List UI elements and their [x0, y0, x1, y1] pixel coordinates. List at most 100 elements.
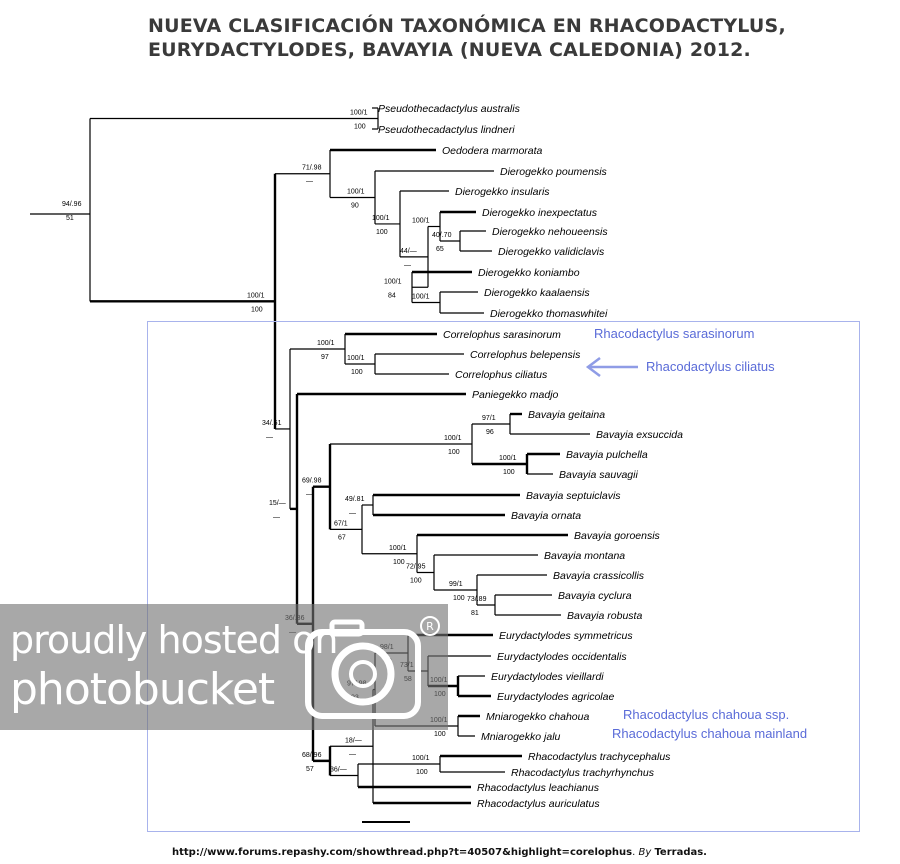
taxon-label: Pseudothecadactylus lindneri — [378, 124, 515, 136]
support-value: 67/1 — [334, 520, 348, 527]
taxon-label: Mniarogekko chahoua — [486, 711, 589, 723]
taxon-label: Bavayia sauvagii — [559, 469, 638, 481]
title-line-1: NUEVA CLASIFICACIÓN TAXONÓMICA EN RHACOD… — [148, 15, 786, 37]
taxon-label: Dierogekko koniambo — [478, 267, 580, 279]
support-value: 100/1 — [384, 278, 402, 285]
support-value: 100/1 — [317, 340, 335, 347]
support-value: 100 — [448, 449, 460, 456]
support-value: 44/— — [400, 248, 417, 255]
support-value: 100/1 — [389, 545, 407, 552]
taxon-label: Rhacodactylus trachyrhynchus — [511, 767, 655, 779]
taxon-label: Paniegekko madjo — [472, 389, 559, 401]
taxon-label: Bavayia cyclura — [558, 590, 632, 602]
taxon-label: Bavayia pulchella — [566, 449, 648, 461]
taxon-label: Bavayia exsuccida — [596, 429, 683, 441]
taxon-label: Bavayia goroensis — [574, 530, 661, 542]
taxon-label: Rhacodactylus trachycephalus — [528, 751, 671, 763]
taxon-label: Bavayia montana — [544, 550, 625, 562]
support-value: 100/1 — [412, 755, 430, 762]
taxon-label: Bavayia crassicollis — [553, 570, 645, 582]
author-name: Terradas. — [654, 847, 707, 858]
taxon-label: Eurydactylodes occidentalis — [497, 651, 627, 663]
support-value: 67 — [338, 534, 346, 541]
taxon-label: Mniarogekko jalu — [481, 731, 561, 743]
arrow-left-icon — [585, 357, 638, 377]
taxon-label: Correlophus belepensis — [470, 349, 581, 361]
support-value: — — [404, 262, 411, 269]
support-value: — — [349, 510, 356, 517]
support-value: 100 — [410, 578, 422, 585]
support-value: 97 — [321, 354, 329, 361]
support-value: 100/1 — [372, 215, 390, 222]
title-line-2: EURYDACTYLODES, BAVAYIA (NUEVA CALEDONIA… — [148, 39, 751, 61]
support-value: — — [306, 492, 313, 499]
support-value: 18/— — [345, 737, 362, 744]
annotation-chahoua-ssp: Rhacodactylus chahoua ssp. — [623, 707, 790, 722]
support-value: 100/1 — [499, 455, 517, 462]
support-value: 65 — [436, 246, 444, 253]
support-value: 15/— — [269, 500, 286, 507]
annotation-chahoua-mainland: Rhacodactylus chahoua mainland — [612, 726, 808, 741]
taxon-label: Correlophus sarasinorum — [443, 329, 561, 341]
taxon-label: Rhacodactylus auriculatus — [477, 798, 600, 810]
taxon-label: Oedodera marmorata — [442, 145, 543, 157]
page-title: NUEVA CLASIFICACIÓN TAXONÓMICA EN RHACOD… — [148, 14, 868, 62]
support-value: 51 — [66, 215, 74, 222]
taxon-label: Dierogekko nehoueensis — [492, 226, 608, 238]
annotation-ciliatus: Rhacodactylus ciliatus — [646, 359, 775, 374]
support-value: 90 — [351, 202, 359, 209]
taxon-label: Bavayia geitaina — [528, 409, 605, 421]
support-value: 100/1 — [412, 294, 430, 301]
taxon-label: Dierogekko insularis — [455, 186, 550, 198]
support-value: 68/.96 — [302, 752, 322, 759]
support-value: 100 — [434, 731, 446, 738]
support-value: 100 — [503, 469, 515, 476]
taxon-label: Eurydactylodes agricolae — [497, 691, 614, 703]
support-value: 100/1 — [350, 110, 368, 117]
taxon-label: Dierogekko inexpectatus — [482, 207, 598, 219]
support-value: 100 — [376, 229, 388, 236]
support-value: 72/.95 — [406, 564, 426, 571]
support-value: 100/1 — [444, 435, 462, 442]
taxon-label: Eurydactylodes symmetricus — [499, 630, 633, 642]
support-value: — — [266, 434, 273, 441]
taxon-label: Bavayia robusta — [567, 610, 642, 622]
source-footer: http://www.forums.repashy.com/showthread… — [172, 847, 707, 858]
support-value: 94/.96 — [62, 201, 82, 208]
watermark-text-2: photobucket — [10, 664, 275, 715]
support-value: — — [306, 179, 313, 186]
support-value: 100 — [354, 124, 366, 131]
source-link[interactable]: http://www.forums.repashy.com/showthread… — [172, 847, 633, 858]
taxon-label: Dierogekko kaalaensis — [484, 287, 590, 299]
taxon-label: Correlophus ciliatus — [455, 369, 548, 381]
support-value: 100/1 — [247, 292, 265, 299]
support-value: 49/.81 — [345, 496, 365, 503]
taxon-label: Bavayia septuiclavis — [526, 490, 621, 502]
taxon-label: Dierogekko poumensis — [500, 166, 608, 178]
support-value: 100 — [251, 306, 263, 313]
support-value: 36/— — [330, 767, 347, 774]
support-value: 100/1 — [412, 218, 430, 225]
taxon-label: Eurydactylodes vieillardi — [491, 671, 604, 683]
support-value: 97/1 — [482, 415, 496, 422]
support-value: 40/.70 — [432, 232, 452, 239]
support-value: — — [273, 514, 280, 521]
support-value: 100/1 — [347, 188, 365, 195]
taxon-label: Dierogekko thomaswhitei — [490, 308, 608, 320]
support-value: 100 — [416, 769, 428, 776]
support-value: 34/.61 — [262, 420, 282, 427]
support-value: 100 — [453, 595, 465, 602]
watermark-text-1: proudly hosted on — [10, 618, 338, 662]
by-label: By — [638, 847, 652, 858]
support-value: 100/1 — [347, 355, 365, 362]
highlight-box — [147, 321, 860, 832]
taxon-label: Rhacodactylus leachianus — [477, 782, 600, 794]
support-value: 100 — [351, 369, 363, 376]
support-value: 81 — [471, 610, 479, 617]
support-value: 57 — [306, 766, 314, 773]
support-value: 71/.98 — [302, 165, 322, 172]
camera-icon: R — [305, 616, 440, 719]
support-value: 73/.89 — [467, 596, 487, 603]
support-value: 100 — [393, 559, 405, 566]
taxon-label: Dierogekko validiclavis — [498, 246, 605, 258]
